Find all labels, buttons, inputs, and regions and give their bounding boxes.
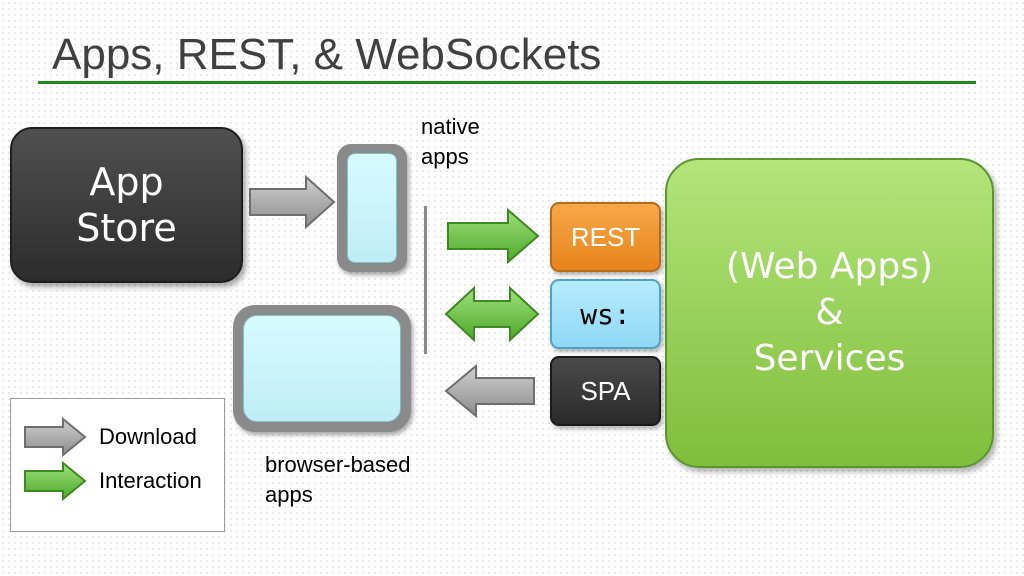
legend-interaction-label: Interaction <box>99 468 202 493</box>
legend-item-interaction: Interaction <box>23 461 202 501</box>
green-right-arrow-icon <box>24 461 87 501</box>
spa-box: SPA <box>550 356 661 426</box>
separator-line <box>424 206 427 354</box>
services-box: (Web Apps) & Services <box>665 158 994 468</box>
spa-label: SPA <box>580 375 631 406</box>
websocket-box: ws: <box>550 279 661 349</box>
slide-title: Apps, REST, & WebSockets <box>52 30 602 79</box>
rest-label: REST <box>570 221 641 252</box>
bidirectional-arrow-icon <box>444 285 540 343</box>
gray-right-arrow-icon <box>24 417 87 457</box>
rest-box: REST <box>550 202 661 272</box>
legend-download-label: Download <box>99 424 197 449</box>
legend-item-download: Download <box>23 417 197 457</box>
tablet-screen <box>243 315 401 422</box>
ws-label: ws: <box>580 297 631 331</box>
legend: Download Interaction <box>10 398 225 532</box>
return-download-arrow-icon <box>444 363 535 419</box>
native-apps-label: native apps <box>421 114 480 169</box>
browser-apps-label: browser-based apps <box>265 452 411 507</box>
app-store-box: App Store <box>10 127 243 283</box>
phone-device <box>337 144 407 272</box>
tablet-device <box>233 305 411 432</box>
download-arrow-icon <box>249 174 336 230</box>
interaction-arrow-icon <box>447 207 540 265</box>
services-label: (Web Apps) & Services <box>725 246 934 379</box>
phone-screen <box>347 153 397 263</box>
app-store-label: App Store <box>76 160 177 250</box>
title-underline <box>38 81 976 84</box>
